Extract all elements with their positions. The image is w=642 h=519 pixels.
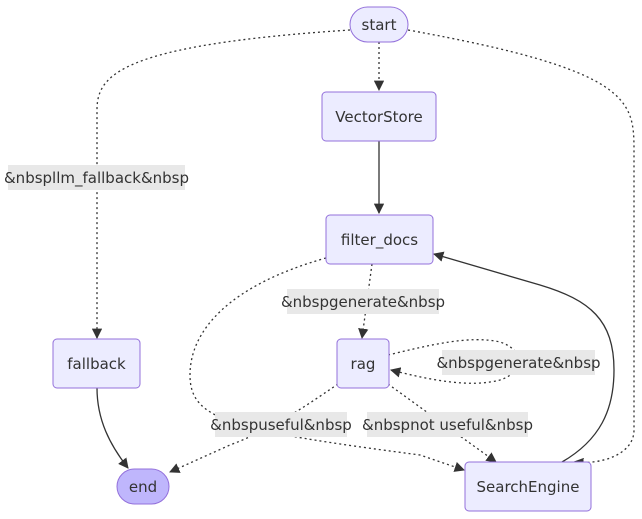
node-fallback[interactable]: fallback xyxy=(52,338,141,389)
node-rag[interactable]: rag xyxy=(336,338,390,389)
edge-label-generate-loop: &nbspgenerate&nbsp xyxy=(436,350,601,375)
svg-text:rag: rag xyxy=(351,355,376,373)
svg-text:&nbspgenerate&nbsp: &nbspgenerate&nbsp xyxy=(436,354,600,372)
svg-text:filter_docs: filter_docs xyxy=(341,231,418,250)
svg-text:&nbspuseful&nbsp: &nbspuseful&nbsp xyxy=(210,416,352,434)
node-end[interactable]: end xyxy=(116,468,170,505)
edge-label-llm-fallback: &nbspllm_fallback&nbsp xyxy=(4,165,189,190)
svg-text:&nbspnot useful&nbsp: &nbspnot useful&nbsp xyxy=(362,416,533,434)
node-search-engine[interactable]: SearchEngine xyxy=(464,461,592,512)
edge-label-generate: &nbspgenerate&nbsp xyxy=(281,289,445,314)
edge-fallback-end xyxy=(96,387,129,469)
node-start[interactable]: start xyxy=(349,6,409,43)
svg-text:&nbspllm_fallback&nbsp: &nbspllm_fallback&nbsp xyxy=(4,169,189,188)
node-vectorstore[interactable]: VectorStore xyxy=(321,91,437,142)
svg-text:end: end xyxy=(129,478,157,496)
edge-label-useful: &nbspuseful&nbsp xyxy=(210,412,352,437)
edge-searchengine-filterdocs xyxy=(433,251,615,463)
edge-label-not-useful: &nbspnot useful&nbsp xyxy=(362,412,533,437)
svg-text:VectorStore: VectorStore xyxy=(335,108,422,126)
svg-text:SearchEngine: SearchEngine xyxy=(477,478,580,496)
svg-text:start: start xyxy=(362,16,397,34)
edge-start-fallback xyxy=(91,29,351,340)
svg-text:fallback: fallback xyxy=(67,355,126,373)
svg-text:&nbspgenerate&nbsp: &nbspgenerate&nbsp xyxy=(281,293,445,311)
edges xyxy=(91,29,635,473)
edge-filterdocs-searchengine xyxy=(189,257,465,472)
edge-rag-loop xyxy=(387,339,520,384)
node-filter-docs[interactable]: filter_docs xyxy=(325,214,434,265)
edge-rag-end xyxy=(169,383,339,473)
edge-start-searchengine xyxy=(407,29,635,469)
